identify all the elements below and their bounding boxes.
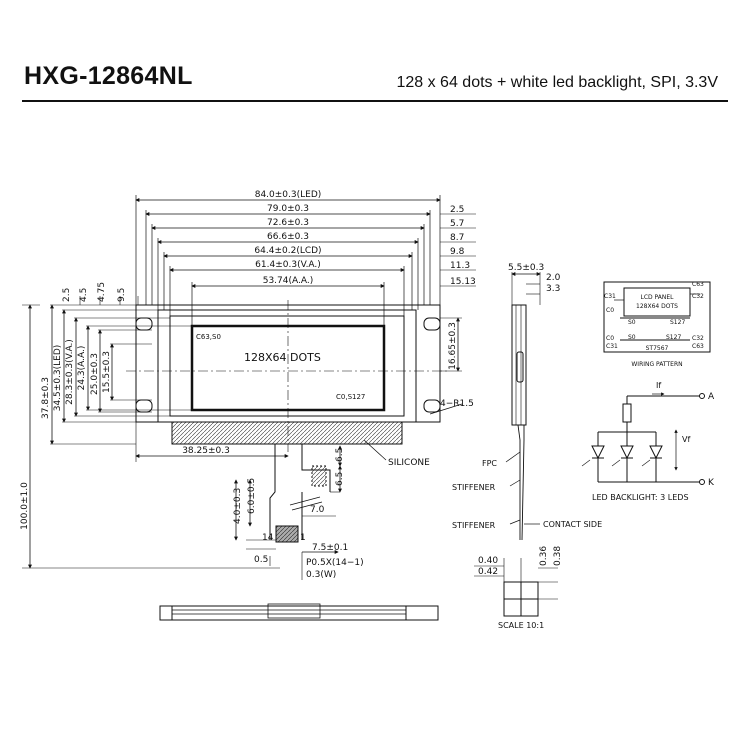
hole-radius-label: 4−R1.5 <box>440 399 474 409</box>
header-rule <box>22 100 728 102</box>
wiring-pin-c31-top: C31 <box>604 293 616 300</box>
fpc-label: FPC <box>482 459 497 468</box>
side-dim-2-0: 2.0 <box>546 273 561 283</box>
wiring-pin-c31-bottom: C31 <box>606 343 618 350</box>
model-title: HXG-12864NL <box>24 62 193 90</box>
fpc-pin-14: 14 <box>262 533 274 543</box>
wiring-caption: WIRING PATTERN <box>631 361 682 368</box>
fpc-dim-6-5-a: 6.5 <box>335 448 345 462</box>
dots-label: 128X64 DOTS <box>244 351 321 364</box>
dim-height-16-65: 16.65±0.3 <box>448 322 458 370</box>
side-dim-5-5: 5.5±0.3 <box>508 263 544 273</box>
fpc-dim-6-5-b: 6.5 <box>335 472 345 486</box>
wiring-driver: ST7567 <box>646 345 669 352</box>
scale-dim-0-40: 0.40 <box>478 556 498 566</box>
wiring-pin-c32-bottom: C32 <box>692 335 704 342</box>
offset-2-5: 2.5 <box>450 205 464 215</box>
dim-width-79: 79.0±0.3 <box>267 204 309 214</box>
dim-height-25: 25.0±0.3 <box>90 353 100 395</box>
dim-va-width: 61.4±0.3(V.A.) <box>255 260 321 270</box>
dim-38-25: 38.25±0.3 <box>182 446 230 456</box>
c63-s0-label: C63,S0 <box>196 333 221 341</box>
scale-dim-0-36: 0.36 <box>539 546 549 566</box>
backlight-cathode: K <box>708 478 715 488</box>
c0-s127-label: C0,S127 <box>336 393 365 401</box>
dim-led-width: 84.0±0.3(LED) <box>255 190 322 200</box>
dim-aa-width: 53.74(A.A.) <box>263 276 314 286</box>
backlight-caption: LED BACKLIGHT: 3 LEDS <box>592 493 689 502</box>
front-view <box>22 195 476 569</box>
wiring-pin-s0-bottom: S0 <box>628 334 636 341</box>
scale-caption: SCALE 10:1 <box>498 621 544 630</box>
wiring-pin-c63-top: C63 <box>692 281 704 288</box>
dim-width-72: 72.6±0.3 <box>267 218 309 228</box>
scale-dim-0-42: 0.42 <box>478 567 498 577</box>
fpc-dim-6-0: 6.0±0.5 <box>247 478 257 514</box>
left-offset-4-75: 4.75 <box>97 282 107 302</box>
wiring-pin-s127-bottom: S127 <box>666 334 681 341</box>
fpc-dim-4-0: 4.0±0.3 <box>233 488 243 524</box>
dim-height-15-5: 15.5±0.3 <box>102 351 112 393</box>
dim-height-va: 28.3±0.3(V.A.) <box>65 339 75 405</box>
fpc-dim-7-5: 7.5±0.1 <box>312 543 348 553</box>
scale-detail <box>474 558 558 617</box>
fpc-pitch: P0.5X(14−1) <box>306 558 364 568</box>
offset-9-8: 9.8 <box>450 247 465 257</box>
edge-view <box>159 603 439 621</box>
silicone-label: SILICONE <box>388 458 430 468</box>
side-dim-3-3: 3.3 <box>546 284 560 294</box>
wiring-panel-line-1: LCD PANEL <box>640 294 674 301</box>
left-offset-9-5: 9.5 <box>117 288 127 302</box>
dim-lcd-width: 64.4±0.2(LCD) <box>254 246 321 256</box>
fpc-pin-1: 1 <box>300 533 306 543</box>
offset-15-13: 15.13 <box>450 277 476 287</box>
left-offset-2-5: 2.5 <box>62 288 72 302</box>
wiring-pin-c0-top: C0 <box>606 307 614 314</box>
scale-dim-0-38: 0.38 <box>553 546 563 566</box>
backlight-vf: Vf <box>682 435 690 444</box>
backlight-anode: A <box>708 392 715 402</box>
backlight-if: If <box>656 381 661 390</box>
wiring-pattern <box>603 281 711 353</box>
led-backlight-circuit <box>581 392 705 485</box>
left-offset-4-5: 4.5 <box>79 288 89 302</box>
wiring-pin-c0-bottom: C0 <box>606 335 614 342</box>
stiffener-label-2: STIFFENER <box>452 521 496 530</box>
stiffener-label-1: STIFFENER <box>452 483 496 492</box>
fpc-tail <box>234 444 342 580</box>
contact-side-label: CONTACT SIDE <box>543 520 602 529</box>
fpc-dim-7-0: 7.0 <box>310 505 325 515</box>
dim-width-66: 66.6±0.3 <box>267 232 309 242</box>
dim-height-aa: 24.3(A.A.) <box>77 346 87 391</box>
wiring-panel-line-2: 128X64 DOTS <box>636 303 678 310</box>
fpc-width: 0.3(W) <box>306 570 336 580</box>
dim-height-led: 34.5±0.3(LED) <box>53 345 63 412</box>
model-subtitle: 128 x 64 dots + white led backlight, SPI… <box>396 74 718 91</box>
wiring-pin-c32-top: C32 <box>692 293 704 300</box>
offset-11-3: 11.3 <box>450 261 470 271</box>
side-view <box>505 272 541 541</box>
viewing-area <box>169 315 405 417</box>
wiring-pin-s0-top: S0 <box>628 319 636 326</box>
dim-height-37-8: 37.8±0.3 <box>41 377 51 419</box>
offset-5-7: 5.7 <box>450 219 464 229</box>
fpc-dim-0-5: 0.5 <box>254 555 268 565</box>
wiring-pin-c63-bottom: C63 <box>692 343 704 350</box>
dim-total-length: 100.0±1.0 <box>20 482 30 530</box>
silicone-strip <box>171 421 403 445</box>
wiring-pin-s127-top: S127 <box>670 319 685 326</box>
offset-8-7: 8.7 <box>450 233 464 243</box>
